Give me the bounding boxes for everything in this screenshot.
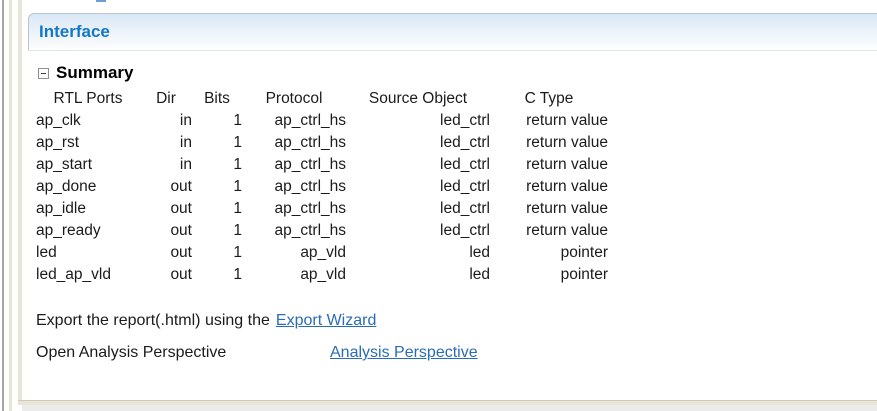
table-cell: 1 [233,244,242,261]
clipped-link-fragment [96,0,106,2]
column-header: RTL Ports [53,90,123,107]
table-cell: ap_ctrl_hs [274,112,346,129]
table-cell: led_ctrl [440,134,490,151]
table-cell: out [170,266,192,283]
column-header: Source Object [368,90,468,107]
summary-heading: Summary [38,63,133,83]
table-cell: out [170,244,192,261]
table-cell: 1 [233,156,242,173]
panel-frame-left [18,0,22,401]
table-cell: ap_ctrl_hs [274,134,346,151]
table-cell: ap_done [36,178,97,195]
table-cell: 1 [233,222,242,239]
export-wizard-link[interactable]: Export Wizard [275,312,377,329]
table-cell: ap_vld [300,244,346,261]
table-cell: in [179,134,192,151]
table-cell: 1 [233,178,242,195]
table-cell: ap_ctrl_hs [274,200,346,217]
table-cell: return value [526,112,608,129]
export-report-line: Export the report(.html) using the Export… [36,312,376,330]
table-cell: led_ap_vld [36,266,111,283]
open-analysis-text: Open Analysis Perspective [36,344,227,361]
table-cell: led_ctrl [440,156,490,173]
table-row: ap_ready out 1 ap_ctrl_hs led_ctrl return val… [36,220,608,242]
table-cell: out [170,178,192,195]
table-cell: led_ctrl [440,222,490,239]
table-cell: led [469,266,490,283]
panel-edge-line [9,0,12,411]
table-row: led out 1 ap_vld led pointer [36,242,608,264]
table-cell: ap_vld [300,266,346,283]
table-cell: in [179,156,192,173]
table-row: ap_done out 1 ap_ctrl_hs led_ctrl return valu… [36,176,608,198]
analysis-perspective-link[interactable]: Analysis Perspective [330,344,478,361]
table-row: led_ap_vld out 1 ap_vld led pointer [36,264,608,286]
table-cell: ap_start [36,156,93,173]
table-cell: ap_ctrl_hs [274,156,346,173]
table-cell: return value [526,200,608,217]
column-header: Dir [156,90,176,107]
table-cell: 1 [233,112,242,129]
column-header: Bits [204,90,230,107]
column-header: C Type [524,90,574,107]
table-row: ap_clk in 1 ap_ctrl_hs led_ctrl return value [36,110,608,132]
table-cell: return value [526,222,608,239]
table-cell: ap_ctrl_hs [274,178,346,195]
open-analysis-line: Open Analysis Perspective Analysis Perspe… [36,344,478,362]
summary-label: Summary [56,63,134,82]
table-cell: led_ctrl [440,112,490,129]
table-cell: ap_clk [36,112,81,129]
export-report-text: Export the report(.html) using the [36,312,270,329]
table-row: ap_start in 1 ap_ctrl_hs led_ctrl return valu… [36,154,608,176]
window-sash-line[interactable] [2,0,4,411]
table-row: ap_rst in 1 ap_ctrl_hs led_ctrl return value [36,132,608,154]
table-cell: led [36,244,57,261]
table-row: RTL Ports Dir Bits Protocol Source Object C T… [36,88,608,110]
section-header-band: Interface [28,13,877,51]
collapse-minus-icon[interactable] [38,67,49,79]
table-cell: led_ctrl [440,200,490,217]
column-header: Protocol [265,90,323,107]
table-cell: 1 [233,134,242,151]
panel-frame-bottom [18,400,877,405]
table-cell: return value [526,134,608,151]
table-cell: return value [526,156,608,173]
table-cell: return value [526,178,608,195]
table-cell: 1 [233,266,242,283]
table-cell: ap_rst [36,134,80,151]
table-cell: ap_ctrl_hs [274,222,346,239]
table-row: ap_idle out 1 ap_ctrl_hs led_ctrl return valu… [36,198,608,220]
table-cell: led [469,244,490,261]
panel-bottom-strip [22,405,877,411]
table-cell: ap_idle [36,200,86,217]
summary-table: RTL Ports Dir Bits Protocol Source Object C T… [36,88,608,286]
table-cell: in [179,112,192,129]
table-cell: ap_ready [36,222,101,239]
table-header-row: RTL Ports Dir Bits Protocol Source Object C T… [36,88,608,110]
table-cell: out [170,222,192,239]
table-cell: pointer [560,266,608,283]
table-cell: 1 [233,200,242,217]
table-cell: out [170,200,192,217]
table-cell: led_ctrl [440,178,490,195]
section-title: Interface [39,22,110,41]
table-cell: pointer [560,244,608,261]
